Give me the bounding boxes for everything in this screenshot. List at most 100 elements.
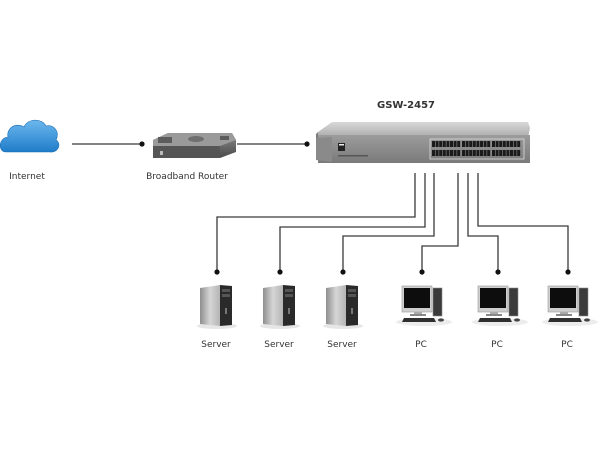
drive-bay: [348, 289, 356, 292]
drive-bay: [348, 294, 356, 297]
switch-port: [472, 141, 476, 147]
switch-port: [450, 141, 453, 147]
switch-port: [472, 150, 476, 156]
switch-port: [513, 150, 517, 156]
switch-port: [432, 141, 435, 147]
pc-label: PC: [415, 340, 427, 350]
tower-side: [263, 285, 283, 326]
link-switch-device: [421, 173, 459, 272]
switch-port: [432, 150, 435, 156]
link-switch-device: [279, 173, 426, 272]
switch-port: [465, 150, 469, 156]
switch-port: [487, 141, 491, 147]
keyboard: [402, 318, 436, 322]
monitor-screen: [480, 288, 506, 308]
switch-port: [513, 141, 517, 147]
switch-port: [492, 141, 495, 147]
switch-port: [457, 150, 461, 156]
switch-port: [435, 141, 439, 147]
switch-port: [439, 150, 443, 156]
switch-ports: [429, 138, 525, 160]
switch-port: [495, 150, 499, 156]
pc-icon: [396, 285, 452, 326]
switch-port: [499, 141, 503, 147]
link-endpoint-dot: [214, 269, 220, 275]
monitor-screen: [404, 288, 430, 308]
monitor-base: [556, 314, 572, 316]
device-row: [197, 285, 598, 329]
server-label: Server: [201, 340, 231, 350]
pc-tower: [508, 287, 519, 317]
switch-port: [483, 150, 487, 156]
switch-port: [469, 141, 473, 147]
mouse: [514, 318, 520, 322]
cloud-icon: [0, 119, 60, 153]
drive-bay: [285, 289, 293, 292]
switch-port: [465, 141, 469, 147]
mouse: [584, 318, 590, 322]
switch-port: [502, 150, 506, 156]
link-switch-device: [216, 173, 416, 272]
switch-port: [442, 150, 446, 156]
link-endpoint-dot: [139, 141, 145, 147]
pc-tower: [432, 287, 443, 317]
keyboard: [548, 318, 582, 322]
switch-port: [517, 150, 521, 156]
link-endpoint-dot: [277, 269, 283, 275]
switch-device-links: [214, 173, 571, 275]
server-label: Server: [327, 340, 357, 350]
router-icon: [153, 133, 236, 158]
switch-port: [480, 141, 483, 147]
switch-port: [502, 141, 506, 147]
pc-label: PC: [561, 340, 573, 350]
link-endpoint-dot: [565, 269, 571, 275]
switch-port: [476, 141, 480, 147]
pc-label: PC: [491, 340, 503, 350]
switch-port: [517, 141, 521, 147]
server-icon: [260, 285, 300, 329]
switch-port: [506, 150, 510, 156]
router-label: Broadband Router: [146, 172, 228, 182]
power-led: [351, 308, 353, 314]
switch-port: [495, 141, 499, 147]
switch-port: [453, 150, 457, 156]
switch-port: [446, 141, 450, 147]
server-label: Server: [264, 340, 294, 350]
switch-port: [492, 150, 495, 156]
port-block-outline: [429, 138, 525, 160]
tower-side: [326, 285, 346, 326]
monitor-stand: [560, 312, 568, 315]
link-endpoint-dot: [495, 269, 501, 275]
switch-port: [487, 150, 491, 156]
drive-bay: [222, 294, 230, 297]
monitor-base: [486, 314, 502, 316]
switch-port: [439, 141, 443, 147]
monitor-stand: [490, 312, 498, 315]
power-led: [225, 308, 227, 314]
switch-port: [506, 141, 510, 147]
switch-port: [483, 141, 487, 147]
monitor-screen: [550, 288, 576, 308]
pc-tower: [578, 287, 589, 317]
drive-bay: [285, 294, 293, 297]
link-switch-device: [467, 173, 499, 272]
tower-side: [200, 285, 220, 326]
internet-label: Internet: [9, 172, 45, 182]
switch-model-label: GSW-2457: [377, 100, 435, 111]
link-endpoint-dot: [304, 141, 310, 147]
pc-icon: [472, 285, 528, 326]
switch-port: [499, 150, 503, 156]
link-switch-device: [342, 173, 435, 272]
switch-port: [510, 141, 513, 147]
keyboard: [478, 318, 512, 322]
link-switch-device: [477, 173, 569, 272]
server-icon: [197, 285, 237, 329]
power-led: [288, 308, 290, 314]
switch-port: [476, 150, 480, 156]
switch-port: [446, 150, 450, 156]
pc-icon: [542, 285, 598, 326]
switch-port: [480, 150, 483, 156]
switch-port: [510, 150, 513, 156]
switch-port: [469, 150, 473, 156]
